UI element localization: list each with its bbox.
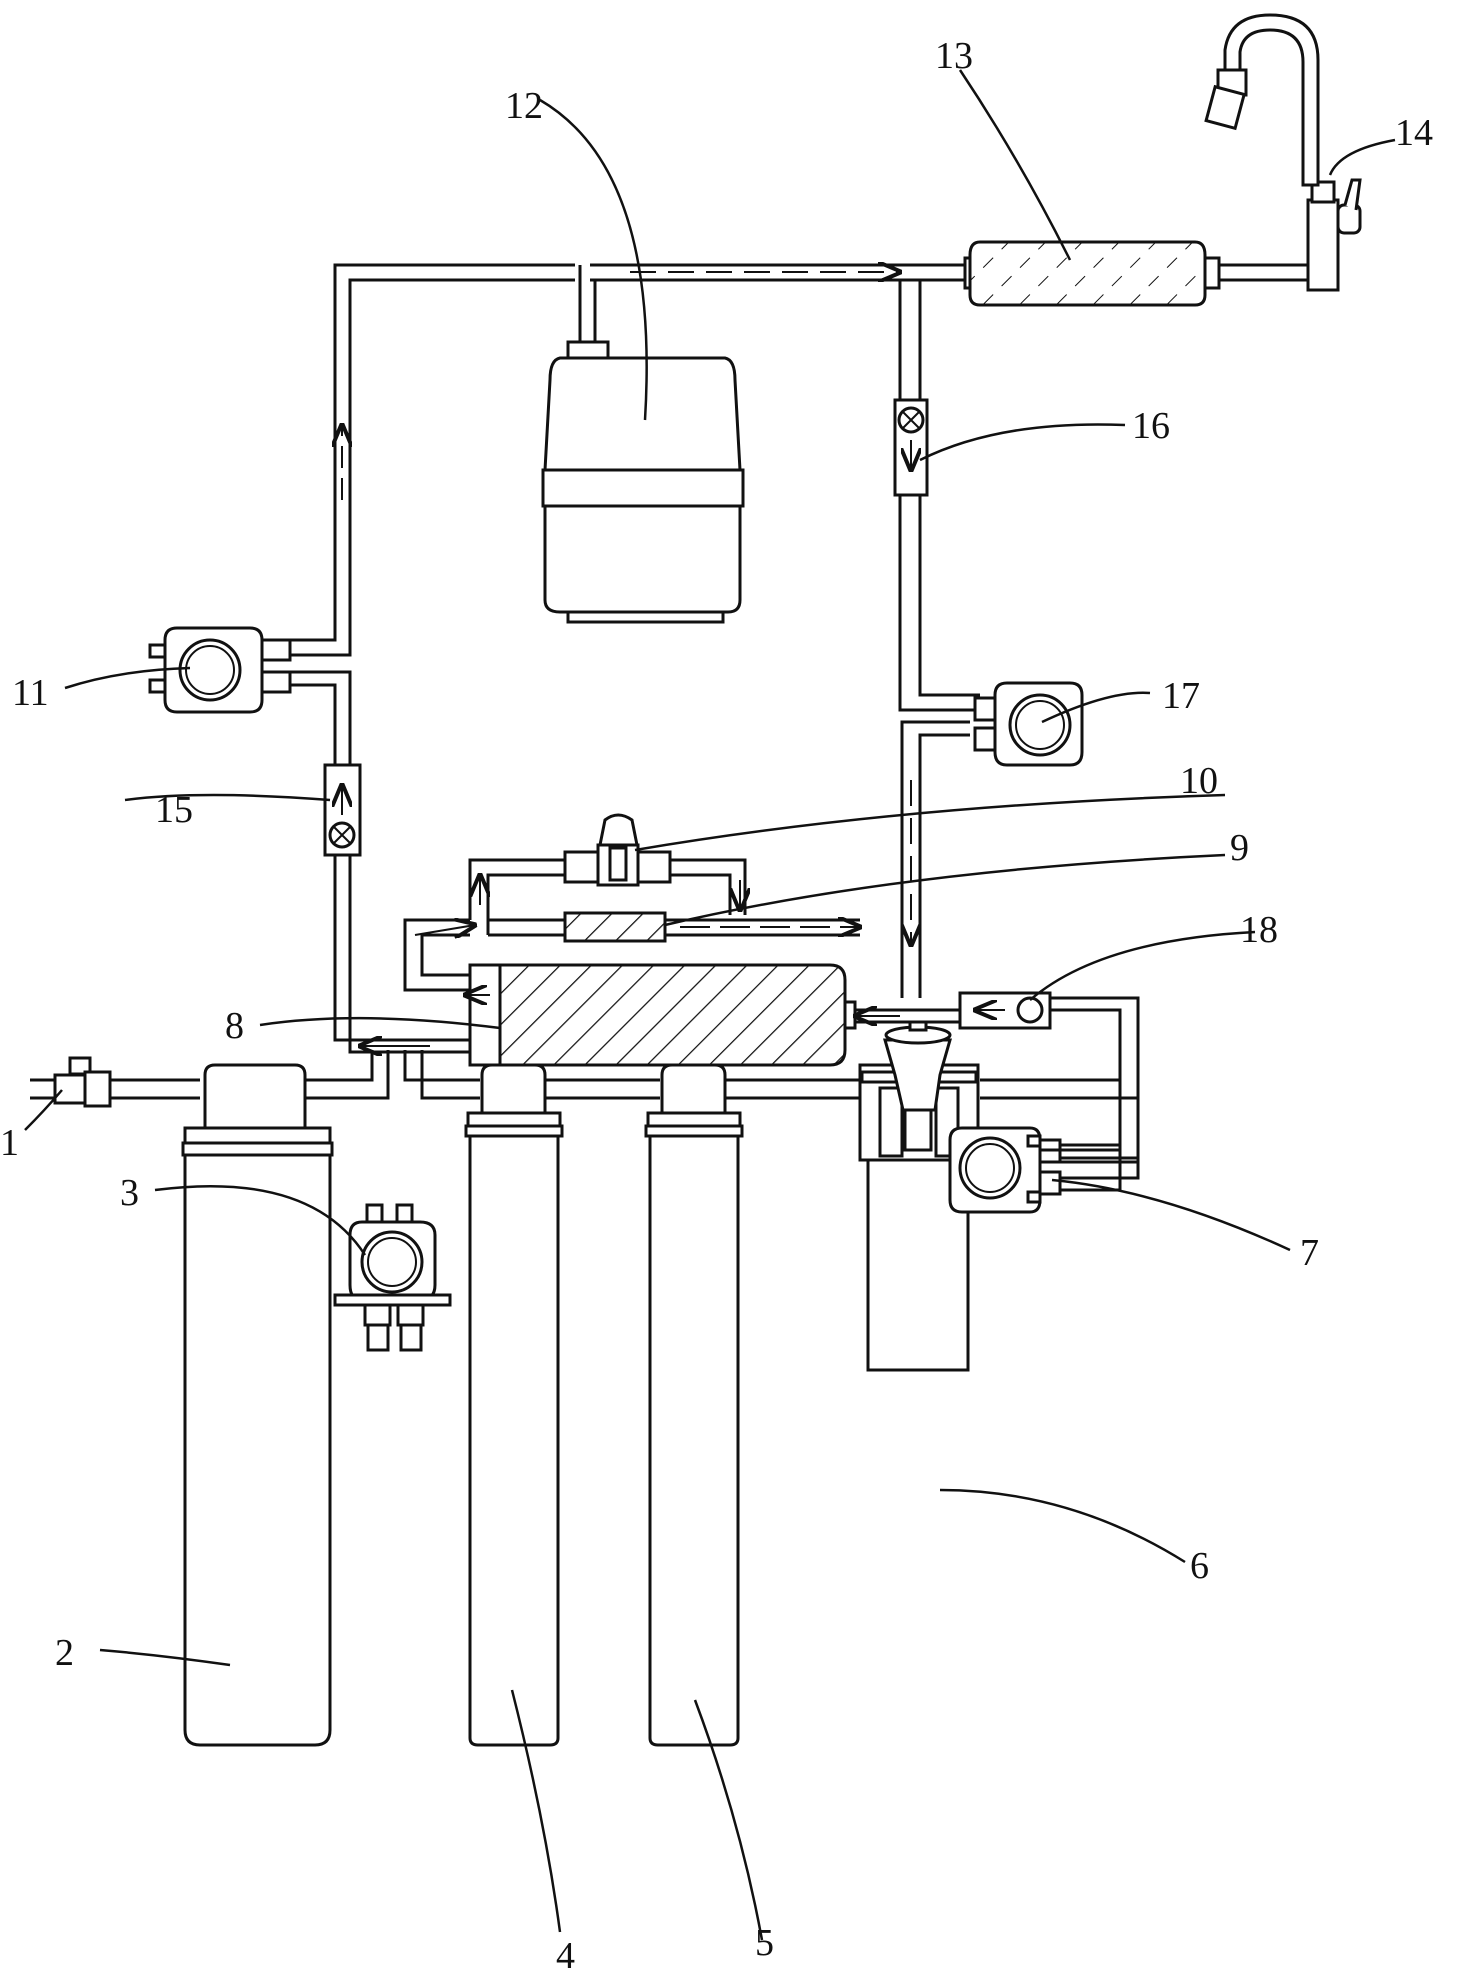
faucet-14 (1204, 13, 1362, 292)
pump-7 (948, 1126, 1062, 1214)
label-11: 11 (12, 672, 49, 714)
filter-5 (644, 1063, 744, 1747)
label-10: 10 (1180, 760, 1218, 802)
label-3: 3 (120, 1172, 139, 1214)
pressure-tank-12 (541, 265, 745, 624)
filter-2 (181, 1063, 334, 1747)
inlet-valve (53, 1056, 112, 1108)
flowmeter-18 (958, 991, 1052, 1030)
label-15: 15 (155, 789, 193, 831)
label-4: 4 (556, 1935, 575, 1972)
flowmeter-15 (323, 763, 362, 857)
filter-6 (858, 1020, 980, 1372)
flowmeter-16 (893, 398, 929, 497)
reference-numerals: 1 2 3 4 5 6 7 8 9 10 11 12 13 14 15 16 1… (0, 35, 1433, 1972)
valve-10 (563, 813, 672, 887)
label-8: 8 (225, 1005, 244, 1047)
pump-17 (973, 681, 1084, 767)
label-16: 16 (1132, 405, 1170, 447)
label-14: 14 (1395, 112, 1433, 154)
cartridge-9 (563, 911, 667, 943)
pump-11 (148, 626, 292, 714)
faucet-pipe (1219, 263, 1310, 282)
label-17: 17 (1162, 675, 1200, 717)
label-1: 1 (0, 1122, 19, 1164)
ro-membrane-8 (468, 963, 857, 1067)
solenoid-valve-3 (333, 1203, 452, 1352)
label-18: 18 (1240, 909, 1278, 951)
label-12: 12 (505, 85, 543, 127)
label-6: 6 (1190, 1545, 1209, 1587)
mid-pipes (290, 263, 1140, 1164)
label-9: 9 (1230, 827, 1249, 869)
filter-4 (464, 1063, 564, 1747)
leader-lines (24, 69, 1396, 1941)
label-5: 5 (755, 1922, 774, 1964)
label-7: 7 (1300, 1232, 1319, 1274)
label-13: 13 (935, 35, 973, 77)
label-2: 2 (55, 1632, 74, 1674)
post-filter-13 (963, 240, 1221, 307)
flow-arrows (342, 272, 911, 1046)
